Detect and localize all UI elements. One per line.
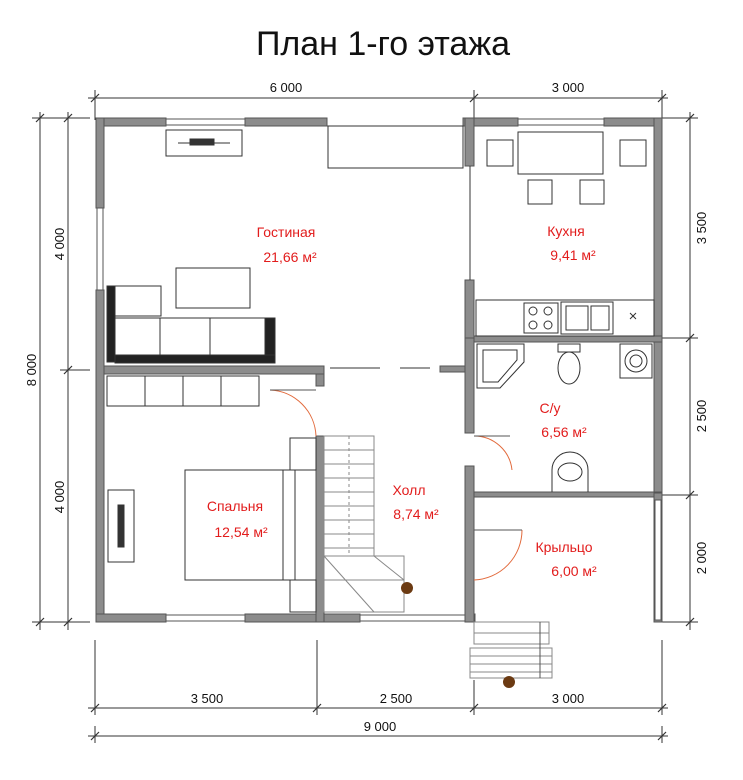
room-hall-name: Холл [393,482,426,498]
room-living-area: 21,66 м² [263,249,317,265]
living-furniture [106,125,464,407]
room-porch-area: 6,00 м² [551,563,597,579]
room-porch-name: Крыльцо [535,539,592,555]
dim-bottom-left: 3 500 [191,691,224,706]
dimension-lines [32,90,698,743]
bath-fixtures [476,343,653,492]
dim-bottom-mid: 2 500 [380,691,413,706]
door-leaves [270,389,522,531]
windows [96,118,662,622]
dim-left-lower: 4 000 [52,481,67,514]
staircase [323,435,405,613]
room-bedroom-name: Спальня [207,498,263,514]
dim-bottom-total: 9 000 [364,719,397,734]
bedroom-furniture [107,437,317,613]
stair-post [401,582,413,594]
porch-steps [469,621,553,679]
plan-title: План 1-го этажа [256,25,510,63]
dim-bottom-right: 3 000 [552,691,585,706]
dim-top-left: 6 000 [270,80,303,95]
room-bath-name: С/у [540,400,561,416]
walls [95,117,663,623]
porch-post [503,676,515,688]
room-bath-area: 6,56 м² [541,424,587,440]
dim-left-upper: 4 000 [52,228,67,261]
room-kitchen-area: 9,41 м² [550,247,596,263]
room-hall-area: 8,74 м² [393,506,439,522]
dim-left-total: 8 000 [24,354,39,387]
dim-right-kitchen: 3 500 [694,212,709,245]
dim-right-porch: 2 000 [694,542,709,575]
room-bedroom-area: 12,54 м² [214,524,268,540]
room-kitchen-name: Кухня [547,223,584,239]
room-living-name: Гостиная [257,224,316,240]
dim-right-bath: 2 500 [694,400,709,433]
openings [330,166,471,369]
dimension-ticks [35,93,695,741]
kitchen-furniture [475,131,655,337]
dim-top-right: 3 000 [552,80,585,95]
